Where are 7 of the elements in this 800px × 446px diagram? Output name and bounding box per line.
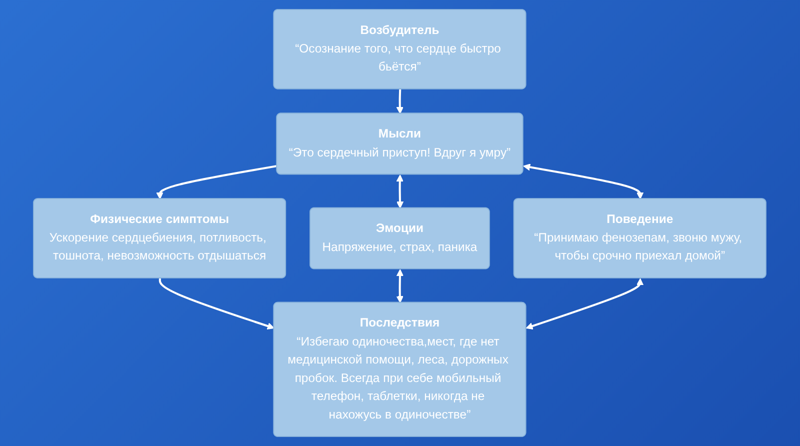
arrow bbox=[159, 278, 275, 330]
arrow bbox=[526, 278, 644, 330]
arrow bbox=[396, 89, 404, 114]
arrow bbox=[156, 164, 278, 200]
arrow bbox=[396, 269, 404, 304]
arrow bbox=[396, 174, 404, 208]
arrow bbox=[524, 164, 644, 200]
